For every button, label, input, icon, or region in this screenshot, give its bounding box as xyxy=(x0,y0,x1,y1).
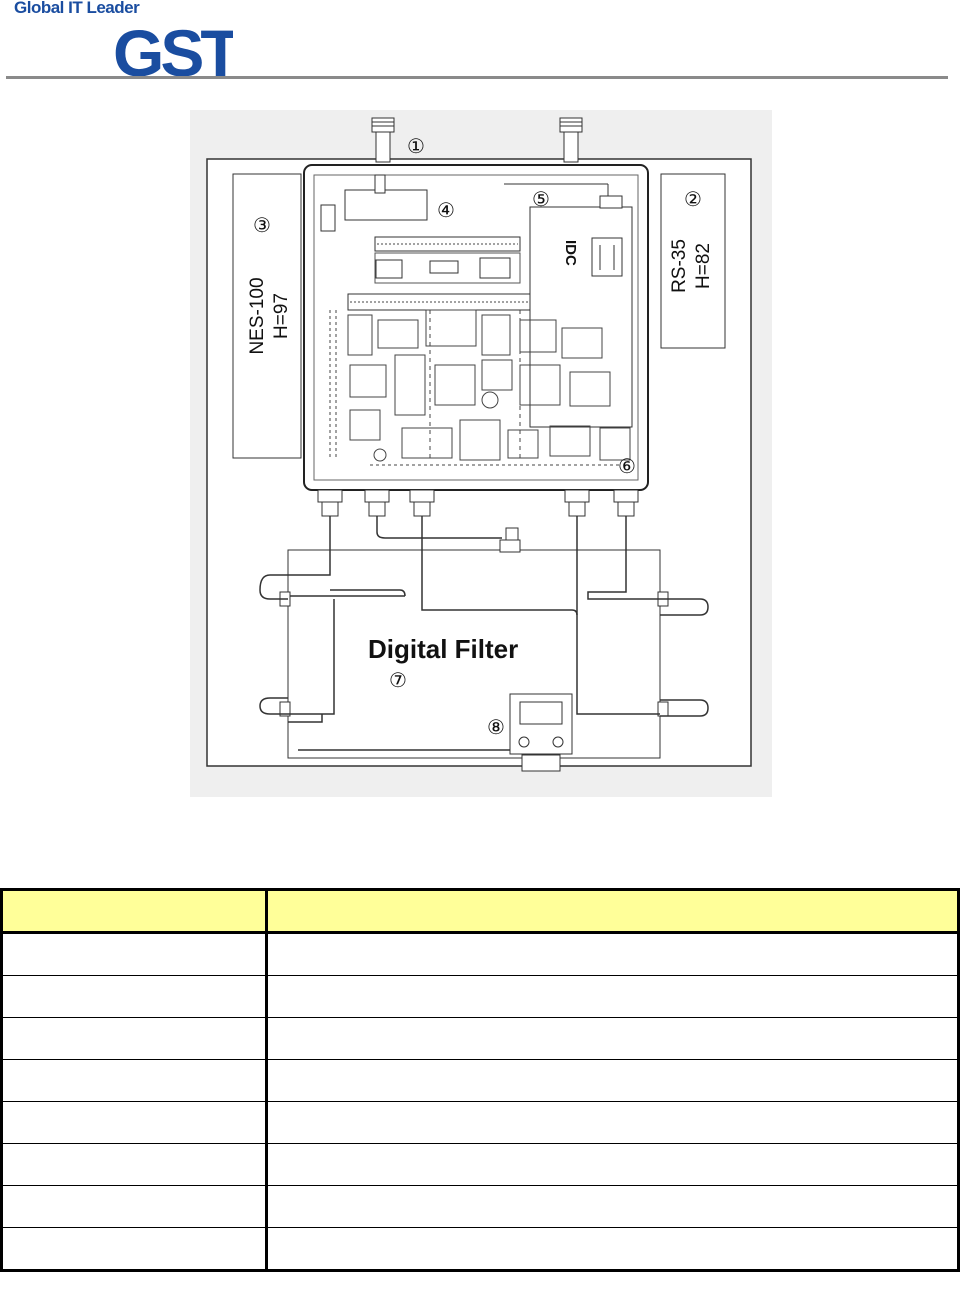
table-cell xyxy=(1,975,268,1018)
digital-filter-box xyxy=(287,549,661,759)
logo-text: GST xyxy=(113,16,233,80)
callout-4: ④ xyxy=(437,200,455,222)
table-header-cell xyxy=(266,889,959,934)
rs-label-1: RS-35 xyxy=(669,239,690,293)
table-cell xyxy=(266,1059,959,1102)
pcb-marking: IDC xyxy=(562,240,579,266)
tagline: Global IT Leader xyxy=(14,0,140,17)
nes-label-2: H=97 xyxy=(271,293,292,339)
ribbon-header-top xyxy=(374,236,521,252)
table-cell xyxy=(266,932,959,976)
gst-logo: GST xyxy=(113,16,233,80)
table-cell xyxy=(266,975,959,1018)
callout-7: ⑦ xyxy=(389,670,407,692)
nes-label-1: NES-100 xyxy=(247,277,268,354)
callout-2: ② xyxy=(684,189,702,211)
callout-5: ⑤ xyxy=(532,189,550,211)
pcb-outline xyxy=(313,174,639,481)
table-row xyxy=(1,1185,959,1228)
bottom-connectors xyxy=(317,489,639,517)
rs-35-box xyxy=(660,173,726,349)
header-divider xyxy=(6,76,948,79)
table-cell xyxy=(1,1059,268,1102)
table-row xyxy=(1,1059,959,1102)
table-cell xyxy=(1,932,268,976)
digital-filter-label: Digital Filter xyxy=(368,634,518,664)
rf-cables xyxy=(259,516,709,751)
table-row xyxy=(1,1227,959,1271)
rs-label-2: H=82 xyxy=(693,243,714,289)
filter-bottom-connector xyxy=(509,693,573,772)
table-cell xyxy=(266,1227,959,1271)
callout-8: ⑧ xyxy=(487,717,505,739)
pcb-components xyxy=(329,309,631,466)
nes-100-box xyxy=(232,173,302,459)
table-cell xyxy=(1,1143,268,1186)
callout-6: ⑥ xyxy=(618,456,636,478)
table-cell xyxy=(266,1143,959,1186)
description-table xyxy=(0,888,960,1272)
top-connector-right xyxy=(559,117,583,163)
table-row xyxy=(1,1017,959,1060)
table-cell xyxy=(1,1017,268,1060)
top-connector-left xyxy=(371,117,395,163)
top-module xyxy=(344,189,428,221)
table-row xyxy=(1,932,959,976)
table-header-cell xyxy=(1,889,268,934)
table-cell xyxy=(1,1185,268,1228)
table-row xyxy=(1,1143,959,1186)
table-row xyxy=(1,1101,959,1144)
table-cell xyxy=(1,1101,268,1144)
table-cell xyxy=(1,1227,268,1271)
table-cell xyxy=(266,1017,959,1060)
device-layout-figure: NES-100 H=97 RS-35 H=82 IDC xyxy=(190,110,772,797)
callout-3: ③ xyxy=(253,215,271,237)
table-row xyxy=(1,975,959,1018)
table-cell xyxy=(266,1101,959,1144)
table-header-row xyxy=(1,889,959,934)
callout-1: ① xyxy=(407,136,425,158)
device-drawing: NES-100 H=97 RS-35 H=82 IDC xyxy=(206,117,752,772)
table-cell xyxy=(266,1185,959,1228)
